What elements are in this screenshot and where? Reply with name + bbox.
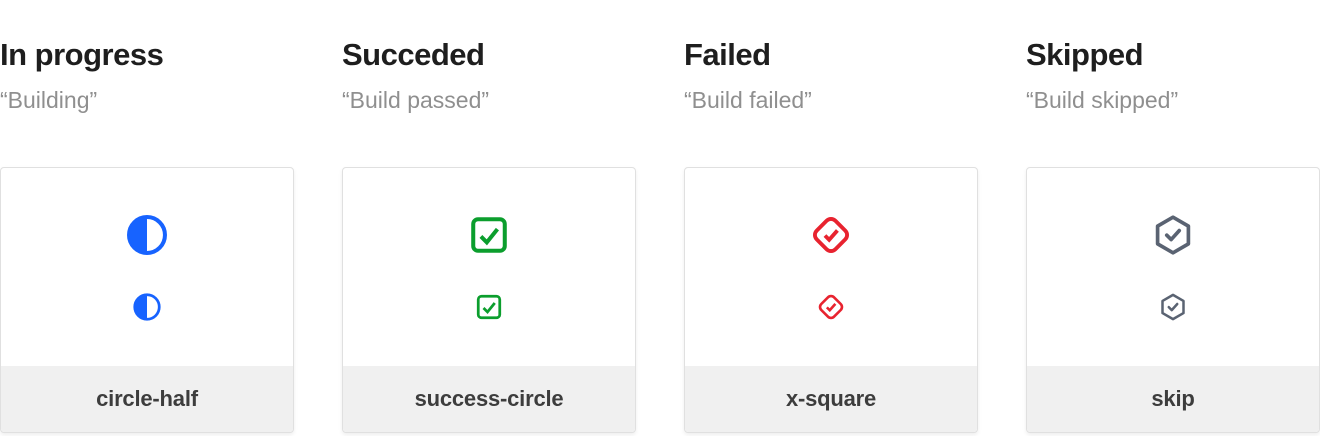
column-header: Skipped “Build skipped” [1026,0,1320,167]
icon-card-circle-half: circle-half [0,167,294,433]
icon-name-label: skip [1151,386,1195,411]
column-skipped: Skipped “Build skipped” [1026,0,1320,433]
icon-card-footer: success-circle [343,366,635,432]
icon-card-skip: skip [1026,167,1320,433]
icon-card-body [1027,168,1319,366]
column-failed: Failed “Build failed” x [684,0,978,433]
column-title: Succeded [342,37,485,72]
column-status-quote: “Build passed” [342,87,490,113]
column-header: In progress “Building” [0,0,294,167]
icon-card-footer: skip [1027,366,1319,432]
column-title: In progress [0,37,164,72]
circle-half-icon [132,292,162,322]
column-header: Succeded “Build passed” [342,0,636,167]
icon-name-label: x-square [785,386,877,411]
column-title: Skipped [1026,37,1144,72]
column-title: Failed [684,37,771,72]
column-header: Failed “Build failed” [684,0,978,167]
icon-name-label: circle-half [96,386,198,411]
column-in-progress: In progress “Building” [0,0,294,433]
column-status-quote: “Build skipped” [1026,87,1179,113]
diamond-check-icon [809,213,853,257]
icon-card-body [1,168,293,366]
icon-card-body [685,168,977,366]
icon-card-footer: circle-half [1,366,293,432]
icon-card-body [343,168,635,366]
check-square-icon [467,213,511,257]
circle-half-icon [125,213,169,257]
hexagon-check-icon [1151,213,1195,257]
check-square-icon [474,292,504,322]
column-status-quote: “Build failed” [684,87,812,113]
diamond-check-icon [816,292,846,322]
hexagon-check-icon [1158,292,1188,322]
icon-card-footer: x-square [685,366,977,432]
column-succeeded: Succeded “Build passed” [342,0,636,433]
icon-name-label: success-circle [414,386,564,411]
icon-card-x-square: x-square [684,167,978,433]
column-status-quote: “Building” [0,87,98,113]
icon-card-success-circle: success-circle [342,167,636,433]
